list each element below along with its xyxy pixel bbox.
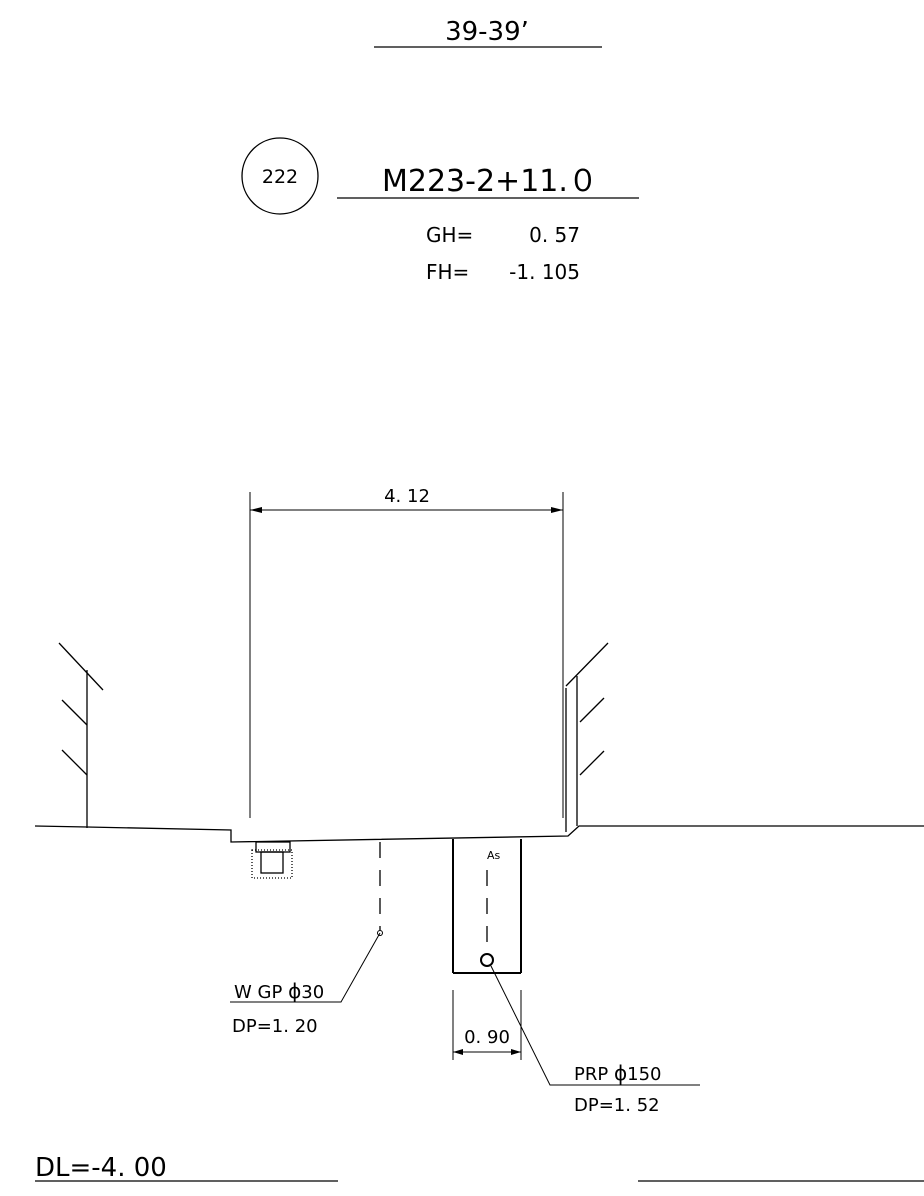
sewer-pipe-circle	[480, 953, 494, 967]
sewer-pipe-leader	[490, 965, 700, 1086]
left-wall	[58, 642, 104, 828]
gh-value: 0. 57	[529, 223, 580, 247]
trench-width-label: 0. 90	[464, 1027, 510, 1048]
road-width-label: 4. 12	[384, 486, 430, 507]
water-pipe-label: W GP ϕ30	[234, 979, 324, 1003]
datum-level: DL=-4. 00	[35, 1153, 167, 1183]
fh-value: -1. 105	[509, 260, 580, 284]
trench-width-dimension	[452, 990, 522, 1060]
sewer-pipe-depth: DP=1. 52	[574, 1095, 660, 1116]
section-title: 39-39’	[445, 17, 529, 47]
fh-label: FH=	[426, 260, 469, 284]
side-gutter	[251, 841, 293, 879]
sewer-pipe-label: PRP ϕ150	[574, 1061, 662, 1085]
manhole-number: 222	[262, 166, 298, 188]
manhole-number-circle	[241, 137, 319, 215]
gh-label: GH=	[426, 223, 473, 247]
right-wall	[565, 642, 609, 832]
road-width-dimension	[249, 492, 564, 818]
manhole-id: M223-2+11.０	[382, 164, 598, 199]
trench-label: As	[487, 849, 501, 862]
ground-line	[34, 825, 924, 843]
sewer-trench	[452, 839, 522, 974]
water-pipe-leader	[230, 932, 381, 1003]
water-pipe-depth: DP=1. 20	[232, 1016, 318, 1037]
